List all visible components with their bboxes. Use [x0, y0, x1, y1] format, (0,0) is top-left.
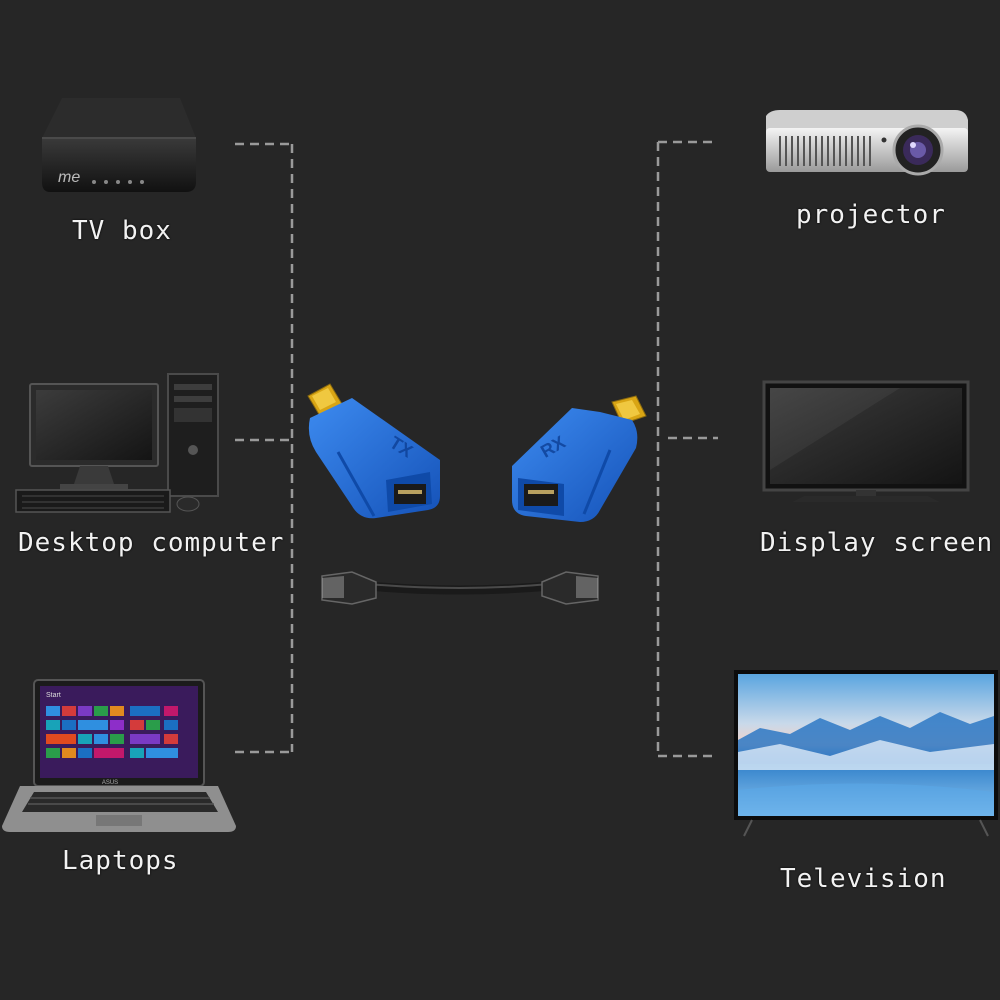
- laptop-start-text: Start: [46, 692, 61, 699]
- ethernet-cable-image: [321, 571, 599, 605]
- label-television: Television: [780, 864, 947, 894]
- laptop-image: Start ASUS: [2, 679, 236, 832]
- label-desktop-computer: Desktop computer: [18, 528, 285, 558]
- hdmi-extender-tx: TX: [307, 383, 440, 519]
- left-connection-lines: [235, 142, 294, 754]
- laptop-brand-text: ASUS: [102, 780, 118, 786]
- right-connection-lines: [656, 140, 718, 758]
- label-laptops: Laptops: [62, 846, 179, 876]
- label-display-screen: Display screen: [760, 528, 994, 558]
- display-screen-image: [762, 380, 970, 502]
- desktop-computer-image: [15, 373, 219, 513]
- television-image: [734, 670, 998, 837]
- label-tv-box: TV box: [72, 216, 172, 246]
- hdmi-extender-rx: RX: [512, 395, 647, 522]
- tv-box-image: me: [42, 98, 196, 192]
- tvbox-logo: me: [58, 169, 80, 186]
- label-projector: projector: [796, 200, 946, 230]
- projector-image: [766, 110, 968, 176]
